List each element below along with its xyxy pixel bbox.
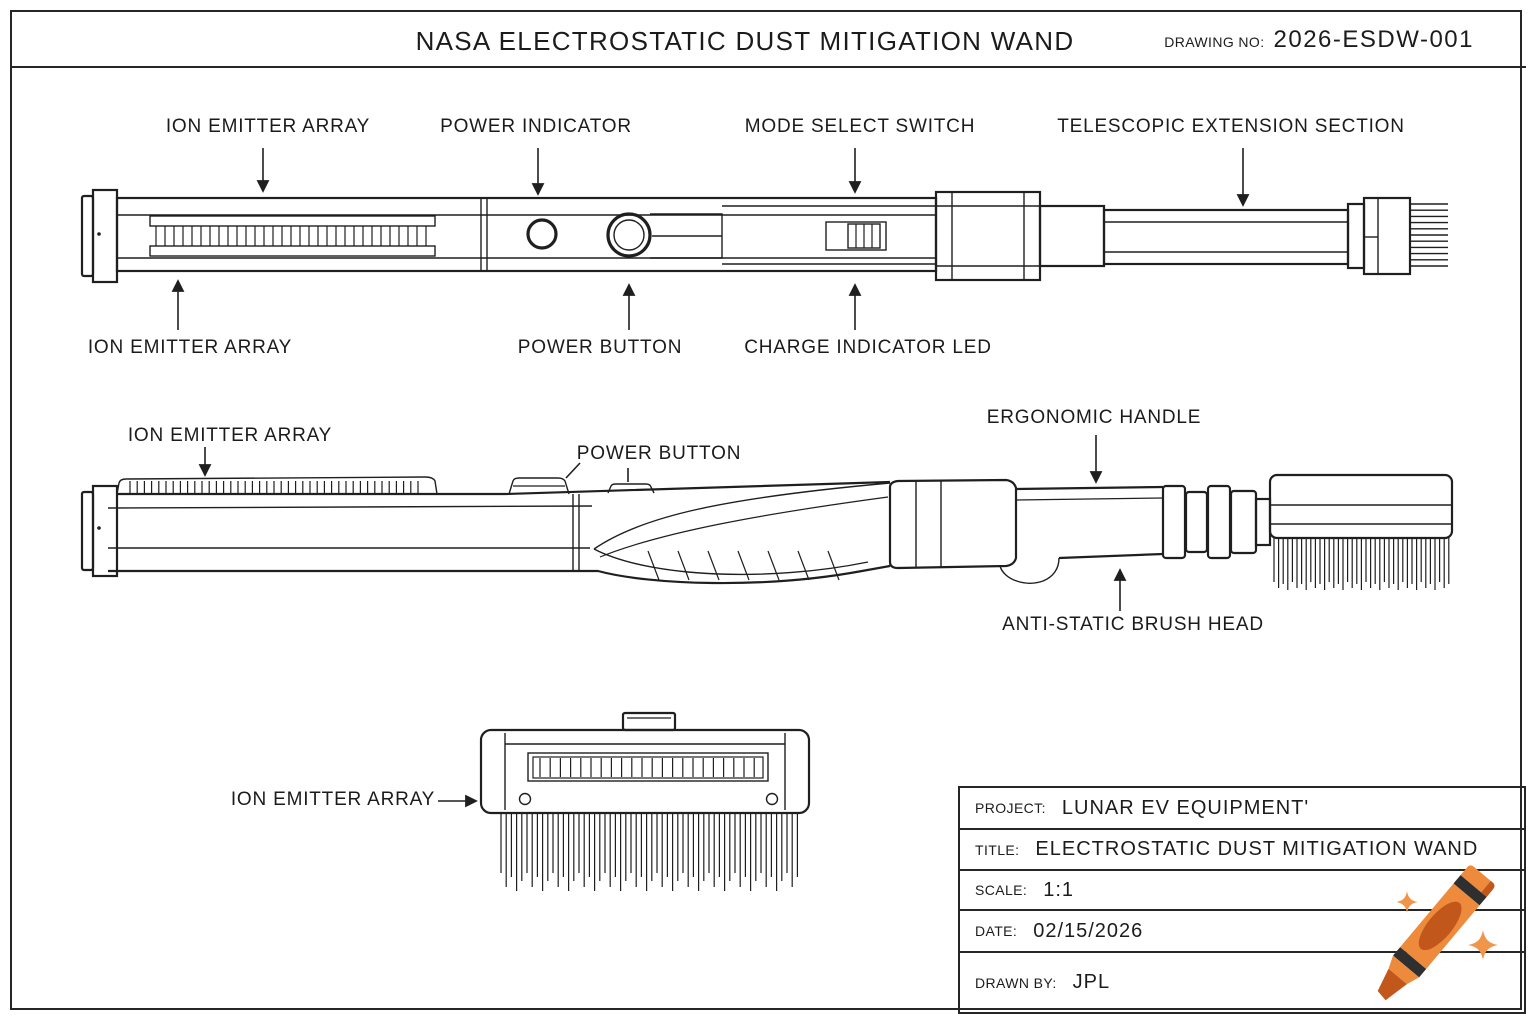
crayon-tip <box>1377 968 1407 1001</box>
label-side-ion-emitter-array: ION EMITTER ARRAY <box>127 425 333 446</box>
scale-label: SCALE: <box>975 882 1028 898</box>
drawing-number: DRAWING NO: 2026-ESDW-001 <box>1164 26 1474 54</box>
sheet-title: NASA ELECTROSTATIC DUST MITIGATION WAND <box>415 26 1075 56</box>
label-charge-indicator-led: CHARGE INDICATOR LED <box>744 337 992 358</box>
drawn-by-label: DRAWN BY: <box>975 974 1057 991</box>
title-block-row-scale: SCALE: 1:1 <box>960 871 1524 911</box>
label-mode-select-switch: MODE SELECT SWITCH <box>744 116 976 137</box>
title-label: TITLE: <box>975 841 1020 858</box>
drawing-number-label: DRAWING NO: <box>1164 34 1265 50</box>
label-power-indicator: POWER INDICATOR <box>440 116 632 137</box>
drawn-by-value: JPL <box>1072 971 1111 993</box>
front-view-drawing <box>479 711 811 891</box>
label-top-ion-emitter-array: ION EMITTER ARRAY <box>165 116 371 137</box>
label-front-ion-emitter-array: ION EMITTER ARRAY <box>230 789 436 810</box>
title-block-row-drawn-by: DRAWN BY: JPL <box>960 953 1524 1012</box>
crayon-butt-shade <box>1481 880 1495 897</box>
scale-value: 1:1 <box>1043 878 1075 901</box>
crayon-label-oval <box>1418 901 1462 951</box>
title-block-row-project: PROJECT: LUNAR EV EQUIPMENT' <box>960 788 1524 830</box>
project-label: PROJECT: <box>975 800 1046 816</box>
header-divider <box>10 66 1526 68</box>
crayon-icon <box>1377 865 1498 1001</box>
title-block-row-date: DATE: 02/15/2026 <box>960 911 1524 953</box>
side-view-drawing <box>80 473 1454 590</box>
project-value: LUNAR EV EQUIPMENT' <box>1061 796 1310 819</box>
drawing-number-value: 2026-ESDW-001 <box>1273 26 1474 53</box>
title-block: PROJECT: LUNAR EV EQUIPMENT' TITLE: ELEC… <box>958 786 1526 1014</box>
title-value: ELECTROSTATIC DUST MITIGATION WAND <box>1035 838 1479 860</box>
crayon-band-bottom <box>1393 947 1427 978</box>
sparkle-icon <box>1468 930 1498 960</box>
sheet-border <box>10 10 1522 1010</box>
label-ergonomic-handle: ERGONOMIC HANDLE <box>986 407 1202 428</box>
label-anti-static-brush-head: ANTI-STATIC BRUSH HEAD <box>1002 614 1264 635</box>
label-power-button: POWER BUTTON <box>517 337 683 358</box>
title-block-row-title: TITLE: ELECTROSTATIC DUST MITIGATION WAN… <box>960 830 1524 871</box>
crayon-collar <box>1388 955 1420 985</box>
date-label: DATE: <box>975 923 1018 939</box>
crayon-band-top <box>1453 875 1487 906</box>
label-side-power-button: POWER BUTTON <box>576 443 742 464</box>
top-view-drawing <box>80 188 1448 284</box>
callout-leader-lines <box>171 148 1250 808</box>
date-value: 02/15/2026 <box>1033 919 1144 942</box>
label-bottom-ion-emitter-array: ION EMITTER ARRAY <box>87 337 293 358</box>
label-telescopic-extension: TELESCOPIC EXTENSION SECTION <box>1057 116 1405 137</box>
sparkle-icon <box>1396 891 1418 913</box>
